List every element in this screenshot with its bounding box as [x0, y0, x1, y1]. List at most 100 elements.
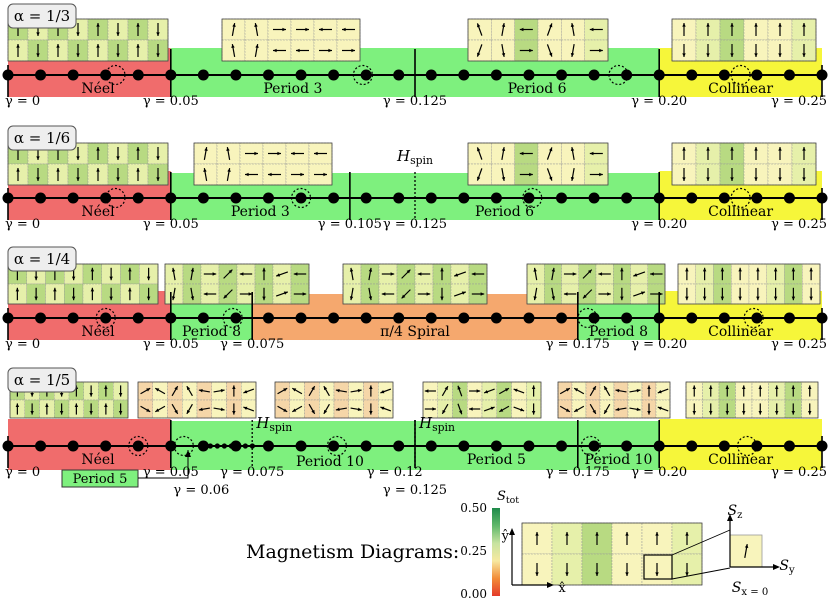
spin-arrowhead: [773, 296, 778, 301]
sy-label: Sy: [779, 558, 795, 576]
spin-arrowhead: [283, 291, 288, 295]
alpha-label-text: α = 1/5: [14, 371, 70, 389]
sample-point: [230, 69, 242, 81]
spin-arrowhead: [791, 267, 796, 272]
gamma-tick-label: γ = 0.125: [383, 483, 447, 498]
gamma-tick-label: γ = 0: [5, 94, 40, 109]
sample-point: [295, 312, 307, 324]
spin-arrowhead: [369, 410, 373, 415]
spin-arrowhead: [262, 267, 266, 272]
spin-arrowhead: [595, 572, 599, 576]
spin-arrowhead: [625, 532, 629, 536]
sample-point: [67, 192, 79, 204]
spin-arrowhead: [706, 53, 710, 57]
spin-arrowhead: [292, 388, 297, 392]
spin-arrowhead: [647, 385, 651, 390]
highlighted-sample-ring: [743, 307, 764, 329]
spin-arrowhead: [533, 296, 537, 301]
sample-point: [132, 69, 144, 81]
spin-arrowhead: [36, 177, 40, 181]
spin-arrowhead: [615, 407, 620, 412]
sample-point: [165, 69, 177, 81]
hspin-label: Hspin: [396, 147, 433, 167]
sample-point: [35, 312, 47, 324]
spin-arrowhead: [283, 408, 288, 412]
gamma-tick-label: γ = 0.20: [631, 217, 687, 232]
spin-arrowhead: [754, 53, 758, 57]
spin-arrowhead: [802, 147, 806, 151]
spin-arrowhead: [599, 172, 603, 177]
spin-arrowhead: [226, 147, 230, 151]
gamma-tick-label: γ = 0.06: [173, 483, 229, 498]
sample-point: [262, 440, 274, 452]
spin-arrowhead: [248, 292, 253, 296]
spin-arrowhead: [563, 292, 568, 296]
highlighted-sample-ring: [222, 307, 243, 329]
spin-arrowhead: [595, 532, 599, 536]
sample-point: [490, 440, 502, 452]
spin-arrowhead: [551, 267, 556, 272]
spin-arrowhead: [156, 32, 160, 36]
spin-arrowhead: [417, 272, 422, 276]
spin-arrowhead: [657, 406, 662, 410]
colorbar-tick: 0.25: [460, 544, 487, 558]
spin-arrowhead: [268, 172, 272, 177]
highlighted-sample-ring: [105, 64, 126, 86]
spin-arrowhead: [118, 410, 123, 415]
callout-arrowhead: [185, 450, 191, 457]
spin-arrowhead: [570, 147, 575, 151]
spin-arrowhead: [802, 23, 806, 27]
spin-arrowhead: [501, 23, 506, 27]
sample-point: [751, 312, 763, 324]
gamma-tick-label: γ = 0.25: [771, 94, 827, 109]
spin-arrowhead: [190, 267, 195, 272]
spin-arrowhead: [620, 296, 624, 301]
spin-arrowhead: [604, 386, 608, 391]
spin-arrowhead: [291, 151, 295, 156]
spin-arrowhead: [636, 388, 641, 393]
spin-config-diagram: [7, 18, 169, 62]
spin-arrowhead: [351, 48, 355, 53]
spin-arrowhead: [90, 267, 95, 272]
spin-arrowhead: [239, 272, 244, 276]
sample-point: [262, 192, 274, 204]
hspin-label: Hspin: [418, 414, 455, 434]
highlighted-sample-ring: [173, 435, 194, 457]
spin-arrowhead: [655, 572, 659, 576]
spin-arrowhead: [592, 409, 596, 414]
spin-arrowhead: [725, 385, 729, 390]
sample-point: [425, 312, 437, 324]
spin-arrowhead: [574, 388, 579, 392]
spin-arrowhead: [174, 386, 178, 391]
spin-arrowhead: [461, 291, 466, 295]
spin-arrowhead: [809, 267, 813, 272]
sample-point: [686, 312, 698, 324]
spin-arrowhead: [589, 27, 594, 32]
spin-arrowhead: [738, 296, 742, 301]
spin-arrowhead: [254, 151, 258, 156]
spin-arrowhead: [519, 27, 524, 32]
zoom-source-box: [643, 554, 673, 580]
spin-arrowhead: [702, 296, 707, 301]
sample-point: [425, 192, 437, 204]
spin-arrowhead: [104, 403, 108, 408]
highlighted-sample-ring: [737, 435, 758, 457]
highlighted-sample-ring: [522, 187, 543, 209]
spin-arrowhead: [692, 385, 696, 390]
sample-point: [2, 69, 14, 81]
sample-point: [35, 69, 47, 81]
alpha-label: α = 1/6: [7, 125, 77, 151]
spin-arrowhead: [96, 168, 100, 172]
sample-point: [132, 192, 144, 204]
spin-config-diagram: [467, 142, 609, 186]
sample-point: [295, 440, 307, 452]
spin-arrowhead: [742, 385, 746, 390]
spin-arrowhead: [477, 23, 481, 28]
spin-arrowhead: [109, 296, 113, 301]
spin-arrowhead: [499, 408, 504, 412]
highlighted-sample-ring: [290, 187, 312, 209]
spin-config-diagram: [274, 381, 394, 419]
spin-arrowhead: [655, 532, 659, 536]
period5-callout: Period 5: [61, 450, 191, 488]
